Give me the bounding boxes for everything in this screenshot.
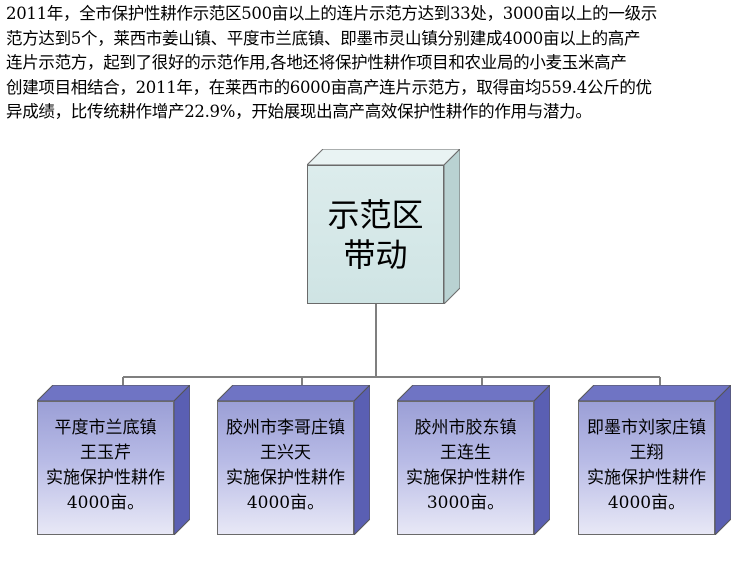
child-node-4: 即墨市刘家庄镇 王翔 实施保护性耕作 4000亩。 [578,385,731,535]
child-node-action: 实施保护性耕作 [226,468,345,488]
child-node-person: 王翔 [629,443,664,463]
child-node-person: 王玉芹 [80,443,131,463]
child-node-2: 胶州市李哥庄镇 王兴天 实施保护性耕作 4000亩。 [217,385,370,535]
child-node-person: 王兴天 [260,443,311,463]
child-node-face: 胶州市胶东镇 王连生 实施保护性耕作 3000亩。 [397,401,534,535]
intro-line: 范方达到5个，莱西市姜山镇、平度市兰底镇、即墨市灵山镇分别建成4000亩以上的高… [6,28,641,48]
child-node-3d-faces [578,385,731,535]
child-node-3d-faces [217,385,370,535]
child-node-face: 即墨市刘家庄镇 王翔 实施保护性耕作 4000亩。 [578,401,715,535]
root-node-subtitle: 带动 [343,235,408,274]
child-node-face: 平度市兰底镇 王玉芹 实施保护性耕作 4000亩。 [37,401,174,535]
intro-paragraph: 2011年，全市保护性耕作示范区500亩以上的连片示范方达到33处，3000亩以… [6,2,746,125]
intro-line: 创建项目相结合，2011年，在莱西市的6000亩高产连片示范方，取得亩均559.… [6,77,652,97]
child-node-place: 胶州市李哥庄镇 [226,418,345,438]
child-node-area: 4000亩。 [607,493,686,513]
child-node-face: 胶州市李哥庄镇 王兴天 实施保护性耕作 4000亩。 [217,401,354,535]
child-node-1: 平度市兰底镇 王玉芹 实施保护性耕作 4000亩。 [37,385,190,535]
intro-line: 连片示范方，起到了很好的示范作用,各地还将保护性耕作项目和农业局的小麦玉米高产 [6,53,627,72]
child-node-area: 4000亩。 [246,493,325,513]
child-node-place: 胶州市胶东镇 [414,418,517,438]
intro-line: 2011年，全市保护性耕作示范区500亩以上的连片示范方达到33处，3000亩以… [6,4,657,23]
child-node-3: 胶州市胶东镇 王连生 实施保护性耕作 3000亩。 [397,385,550,535]
child-node-area: 4000亩。 [66,493,145,513]
intro-line: 异成绩，比传统耕作增产22.9%，开始展现出高产高效保护性耕作的作用与潜力。 [6,102,592,121]
child-node-action: 实施保护性耕作 [46,468,165,488]
child-node-area: 3000亩。 [426,493,505,513]
child-node-place: 平度市兰底镇 [54,418,157,438]
root-node: 示范区 带动 [307,149,460,304]
child-node-place: 即墨市刘家庄镇 [587,418,706,438]
root-node-face: 示范区 带动 [307,165,444,304]
child-node-person: 王连生 [440,443,491,463]
root-node-title: 示范区 [327,195,424,234]
child-node-action: 实施保护性耕作 [406,468,525,488]
child-node-action: 实施保护性耕作 [587,468,706,488]
